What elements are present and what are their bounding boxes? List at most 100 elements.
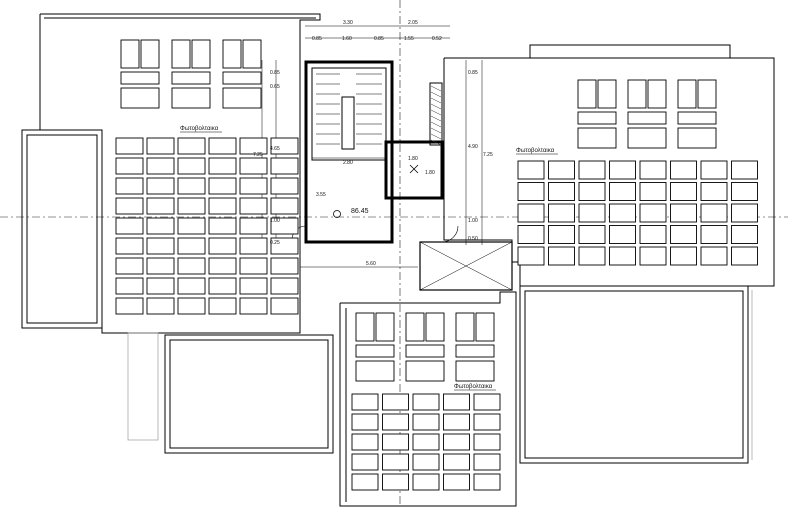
pv-panel: [700, 182, 728, 201]
pv-panel: [731, 246, 758, 266]
hatch-stroke: [430, 139, 442, 146]
hatch-stroke: [430, 97, 442, 104]
pv-panel-upright: [425, 312, 445, 342]
pv-panel: [517, 182, 545, 201]
pv-panel-upright: [355, 360, 395, 382]
pv-panel-upright: [677, 127, 717, 149]
pv-panel: [548, 203, 575, 223]
pv-panel-upright: [577, 79, 597, 109]
pv-panel-upright: [677, 79, 697, 109]
pv-panel: [609, 182, 636, 201]
pv-panel: [548, 246, 575, 266]
pv-panels: [115, 39, 758, 491]
hatch-stroke: [430, 103, 442, 110]
pv-panel-upright: [677, 111, 717, 125]
pv-panel-upright: [627, 127, 667, 149]
pv-panel: [517, 246, 545, 266]
pv-panel-upright: [191, 39, 211, 69]
pv-panel: [351, 453, 379, 471]
pv-label-bottom: Φωτοβολταικα: [454, 384, 493, 390]
pv-panel: [609, 160, 636, 180]
pv-panel: [639, 203, 667, 223]
pv-panel: [578, 160, 606, 180]
pv-panel: [351, 473, 379, 491]
pv-panel-upright: [627, 79, 647, 109]
pv-panel: [700, 160, 728, 180]
pv-panel: [639, 246, 667, 266]
pv-panel: [208, 157, 237, 175]
pv-panel-upright: [242, 39, 262, 69]
pv-panel-upright: [171, 71, 211, 85]
pv-panel: [351, 413, 379, 431]
dim-bottom-width: 5.60: [366, 261, 376, 267]
pv-panel: [177, 157, 206, 175]
pv-panel-upright: [120, 71, 160, 85]
door-swing-right: [441, 225, 459, 243]
pv-panel: [473, 453, 501, 471]
duct-hatch: [430, 85, 442, 146]
pv-panel: [639, 225, 667, 244]
pv-panel: [473, 433, 501, 451]
pv-panel: [670, 225, 697, 244]
pv-panel: [270, 137, 299, 155]
pv-panel-upright: [627, 111, 667, 125]
dim-core-height: 3.55: [316, 192, 326, 198]
hatch-stroke: [430, 133, 442, 140]
pv-panel: [473, 413, 501, 431]
hatch-stroke: [430, 91, 442, 98]
pv-panel: [731, 160, 758, 180]
pv-panel: [700, 246, 728, 266]
pv-panel: [382, 473, 409, 491]
pv-panel: [548, 182, 575, 201]
elevator-shaft: [384, 140, 444, 200]
pv-panel: [239, 217, 268, 235]
dim-left-6: 0.25: [270, 240, 280, 246]
pv-panel-upright: [405, 312, 425, 342]
level-marker: [333, 210, 341, 218]
pv-panel: [578, 203, 606, 223]
hatch-stroke: [430, 85, 442, 92]
pv-panel: [146, 217, 175, 235]
pv-panel: [146, 257, 175, 275]
pv-panel: [208, 277, 237, 295]
pv-panel-upright: [577, 111, 617, 125]
dim-right-4: 1.00: [468, 218, 478, 224]
pv-panel-upright: [647, 79, 667, 109]
pv-panel: [270, 157, 299, 175]
pv-panel-upright: [222, 71, 262, 85]
pv-panel: [270, 217, 299, 235]
pv-panel: [609, 246, 636, 266]
dim-core-width: 2.80: [343, 160, 353, 166]
pv-panel: [270, 197, 299, 215]
pv-panel: [177, 137, 206, 155]
dim-left-4: 7.25: [253, 152, 263, 158]
pv-panel-upright: [697, 79, 717, 109]
pv-panel: [609, 225, 636, 244]
pv-panel-upright: [405, 344, 445, 358]
pv-panel: [239, 137, 268, 155]
pv-panel: [731, 182, 758, 201]
pv-panel: [115, 277, 144, 295]
center-bottom-outline: [339, 291, 517, 507]
dim-sub-1: 0.85: [312, 36, 322, 42]
pv-panel: [239, 157, 268, 175]
pv-panel: [270, 177, 299, 195]
pv-panel: [731, 225, 758, 244]
stair-well: [341, 96, 355, 150]
pv-panel-upright: [355, 344, 395, 358]
pv-panel: [382, 393, 409, 411]
pv-panel: [670, 160, 697, 180]
pv-label-left: Φωτοβολταικα: [180, 126, 219, 132]
pv-panel: [412, 413, 440, 431]
pv-panel-upright: [475, 312, 495, 342]
pv-panel: [443, 393, 470, 411]
pv-panel: [146, 157, 175, 175]
pv-panel: [412, 433, 440, 451]
pv-panel: [382, 433, 409, 451]
dim-right-5: 0.50: [468, 236, 478, 242]
core-inner: [311, 67, 387, 161]
pv-panel: [115, 297, 144, 315]
pv-panel: [239, 197, 268, 215]
pv-panel: [208, 197, 237, 215]
dim-top-2: 2.05: [408, 20, 418, 26]
